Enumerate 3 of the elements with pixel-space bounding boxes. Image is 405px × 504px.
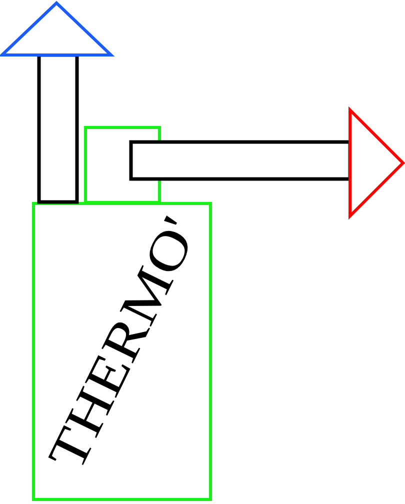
tall-box	[32, 202, 212, 501]
block-arrow	[0, 2, 112, 204]
block-arrow	[129, 108, 404, 218]
